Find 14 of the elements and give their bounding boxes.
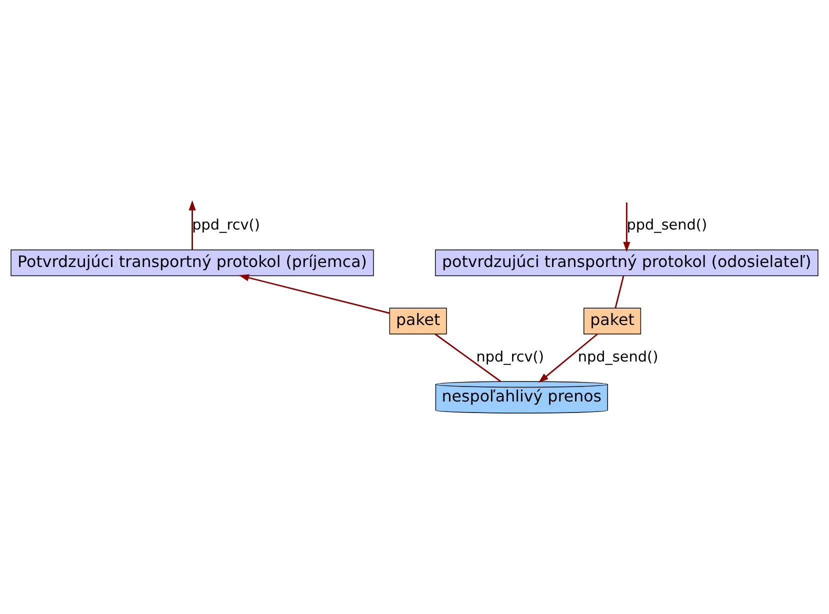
node-box: paket [584, 307, 642, 334]
arrow [238, 274, 390, 314]
arrow [538, 333, 598, 382]
edge-label: ppd_rcv() [192, 217, 260, 234]
arrow [623, 202, 630, 252]
edge-label: npd_send() [578, 348, 658, 365]
edge-label: ppd_send() [626, 217, 708, 234]
connector [434, 333, 502, 382]
node-box: potvrdzujúci transportný protokol (odosielateľ) [435, 249, 818, 276]
connector [614, 275, 624, 308]
node-box: paket [389, 307, 447, 334]
arrow [188, 200, 196, 250]
edge-label: npd_rcv() [476, 348, 544, 365]
node-box: Potvrdzujúci transportný protokol (príjemca) [10, 249, 374, 276]
